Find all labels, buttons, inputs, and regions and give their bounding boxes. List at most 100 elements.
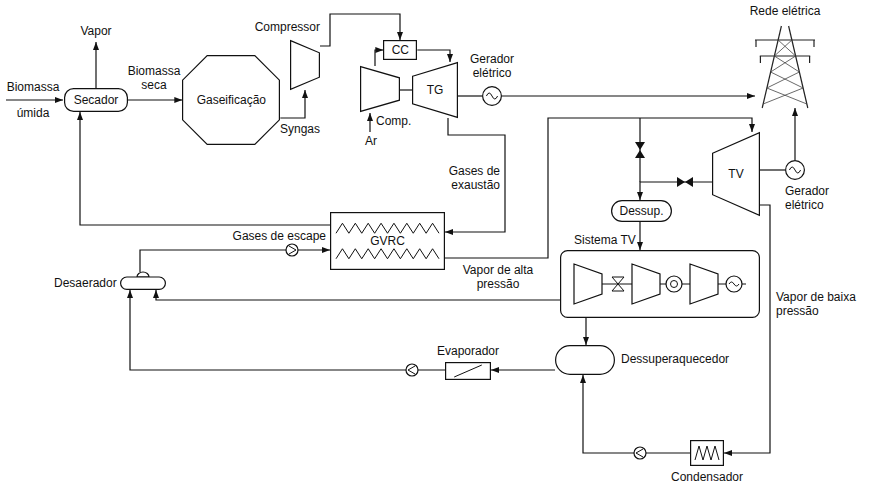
- flow-connector: [130, 290, 445, 370]
- steam-turbine-label: TV: [726, 167, 745, 181]
- condenser: Condensador: [690, 440, 724, 466]
- flow-label: Gases de exaustão: [416, 164, 500, 192]
- generator: Gerador elétrico: [785, 160, 805, 180]
- input-label: Biomassa úmida: [4, 74, 62, 126]
- valve-symbol: [677, 177, 685, 187]
- pump-symbol: [286, 244, 298, 256]
- steam-turbine: TV: [712, 132, 760, 216]
- deaerator-dome: [137, 272, 149, 277]
- generator-outline: [785, 160, 805, 180]
- compressor-outline: [361, 67, 400, 112]
- flow-connector: [400, 89, 412, 90]
- gas-turbine-label: TG: [425, 83, 446, 97]
- system-gear: [666, 276, 682, 292]
- generator-label: Gerador elétrico: [785, 184, 849, 212]
- valve-symbol: [635, 150, 645, 158]
- evaporator-mark: [454, 365, 482, 377]
- flow-connector: [375, 50, 383, 66]
- grid-tower: Rede elétrica: [755, 26, 815, 108]
- tower-brace: [767, 88, 807, 104]
- syngas-compressor: Compressor: [290, 40, 320, 90]
- system-generator: [729, 282, 739, 286]
- pump-symbol: [636, 449, 643, 457]
- generator-wave: [486, 93, 497, 99]
- desuperheater-small-label: Dessup.: [617, 204, 665, 218]
- deaerator: Desaerador: [120, 272, 166, 290]
- deaerator-label: Desaerador: [54, 276, 116, 290]
- gasifier-octagon: Gaseificação: [182, 55, 280, 145]
- condenser-outline: [691, 441, 724, 466]
- pump-symbol: [634, 447, 646, 459]
- vapor-arrow: [95, 42, 96, 88]
- gasifier-outline: [183, 56, 280, 145]
- system-turbine: [574, 264, 602, 304]
- hrsg-box-label: GVRC: [368, 234, 407, 248]
- evaporator: Evaporador: [445, 362, 491, 380]
- flow-label: Gases de escape: [196, 229, 326, 243]
- gas-turbine: TG: [412, 62, 458, 118]
- system-generator: [726, 276, 742, 292]
- flow-connector: [583, 375, 690, 453]
- pump-symbol: [289, 246, 296, 254]
- dryer-outline: [65, 89, 128, 112]
- feed-arrow: [6, 99, 63, 100]
- box-outline: [384, 41, 417, 60]
- pump-symbol: [408, 366, 415, 374]
- desuperheater-small: Dessup.: [611, 200, 672, 222]
- flow-connector: [585, 318, 586, 345]
- flow-label: Biomassa seca: [126, 64, 182, 92]
- vessel-outline: [612, 201, 672, 222]
- dryer-box: Secador: [64, 88, 128, 112]
- flow-label: Vapor de alta pressão: [452, 263, 544, 291]
- air-arrow: [369, 113, 370, 132]
- hrsg-coil: [336, 249, 439, 259]
- valve-symbol: [685, 177, 693, 187]
- turbine-system-box-label: Sistema TV: [574, 233, 664, 247]
- vessel-outline: [556, 346, 615, 375]
- evaporator-label: Evaporador: [435, 344, 501, 358]
- compressor-outline: [291, 41, 320, 90]
- tower-insulator: [809, 56, 810, 63]
- tower-insulator: [755, 40, 756, 47]
- combustion-chamber-label: CC: [390, 43, 411, 57]
- desuperheater-vessel-label: Dessuperaquecedor: [621, 352, 741, 366]
- combustion-chamber: CC: [383, 40, 417, 60]
- tower-brace: [778, 40, 796, 56]
- gasifier-octagon-label: Gaseificação: [195, 93, 268, 107]
- system-turbine: [632, 264, 660, 304]
- condenser-coil: [695, 446, 719, 460]
- deaerator-outline: [121, 277, 166, 289]
- turbine-outline: [713, 133, 760, 216]
- valve-symbol: [635, 142, 645, 150]
- flow-connector: [724, 205, 770, 453]
- flow-connector: [156, 290, 560, 300]
- flow-connector: [491, 369, 555, 370]
- flow-label: Syngas: [280, 122, 326, 136]
- flow-connector: [128, 99, 182, 100]
- desuperheater-vessel: Dessuperaquecedor: [555, 345, 615, 375]
- input-label: Ar: [362, 134, 380, 148]
- flow-connector: [640, 182, 712, 200]
- tower-brace: [771, 56, 796, 72]
- flow-connector: [639, 222, 640, 250]
- desuperheater-vessel-outline: [555, 345, 615, 375]
- tower-brace: [771, 72, 803, 88]
- tower-insulator: [813, 40, 814, 47]
- pump-symbol: [406, 364, 418, 376]
- system-fan: [612, 277, 624, 291]
- tower-brace: [767, 72, 799, 88]
- hrsg-box: GVRC: [330, 212, 445, 270]
- syngas-compressor-outline: [290, 40, 320, 90]
- tower-brace: [774, 40, 792, 56]
- tower-insulator: [760, 56, 761, 63]
- air-compressor: Comp.: [360, 66, 400, 112]
- hrsg-coil: [336, 223, 439, 233]
- flow-connector: [794, 108, 795, 160]
- tower-brace: [774, 56, 799, 72]
- system-outline: [561, 251, 760, 318]
- flow-label: Vapor de baixa pressão: [776, 290, 868, 318]
- dryer-box-label: Secador: [72, 93, 121, 107]
- evaporator-outline: [446, 363, 491, 380]
- tower-arm: [760, 55, 810, 56]
- flow-connector: [502, 95, 755, 96]
